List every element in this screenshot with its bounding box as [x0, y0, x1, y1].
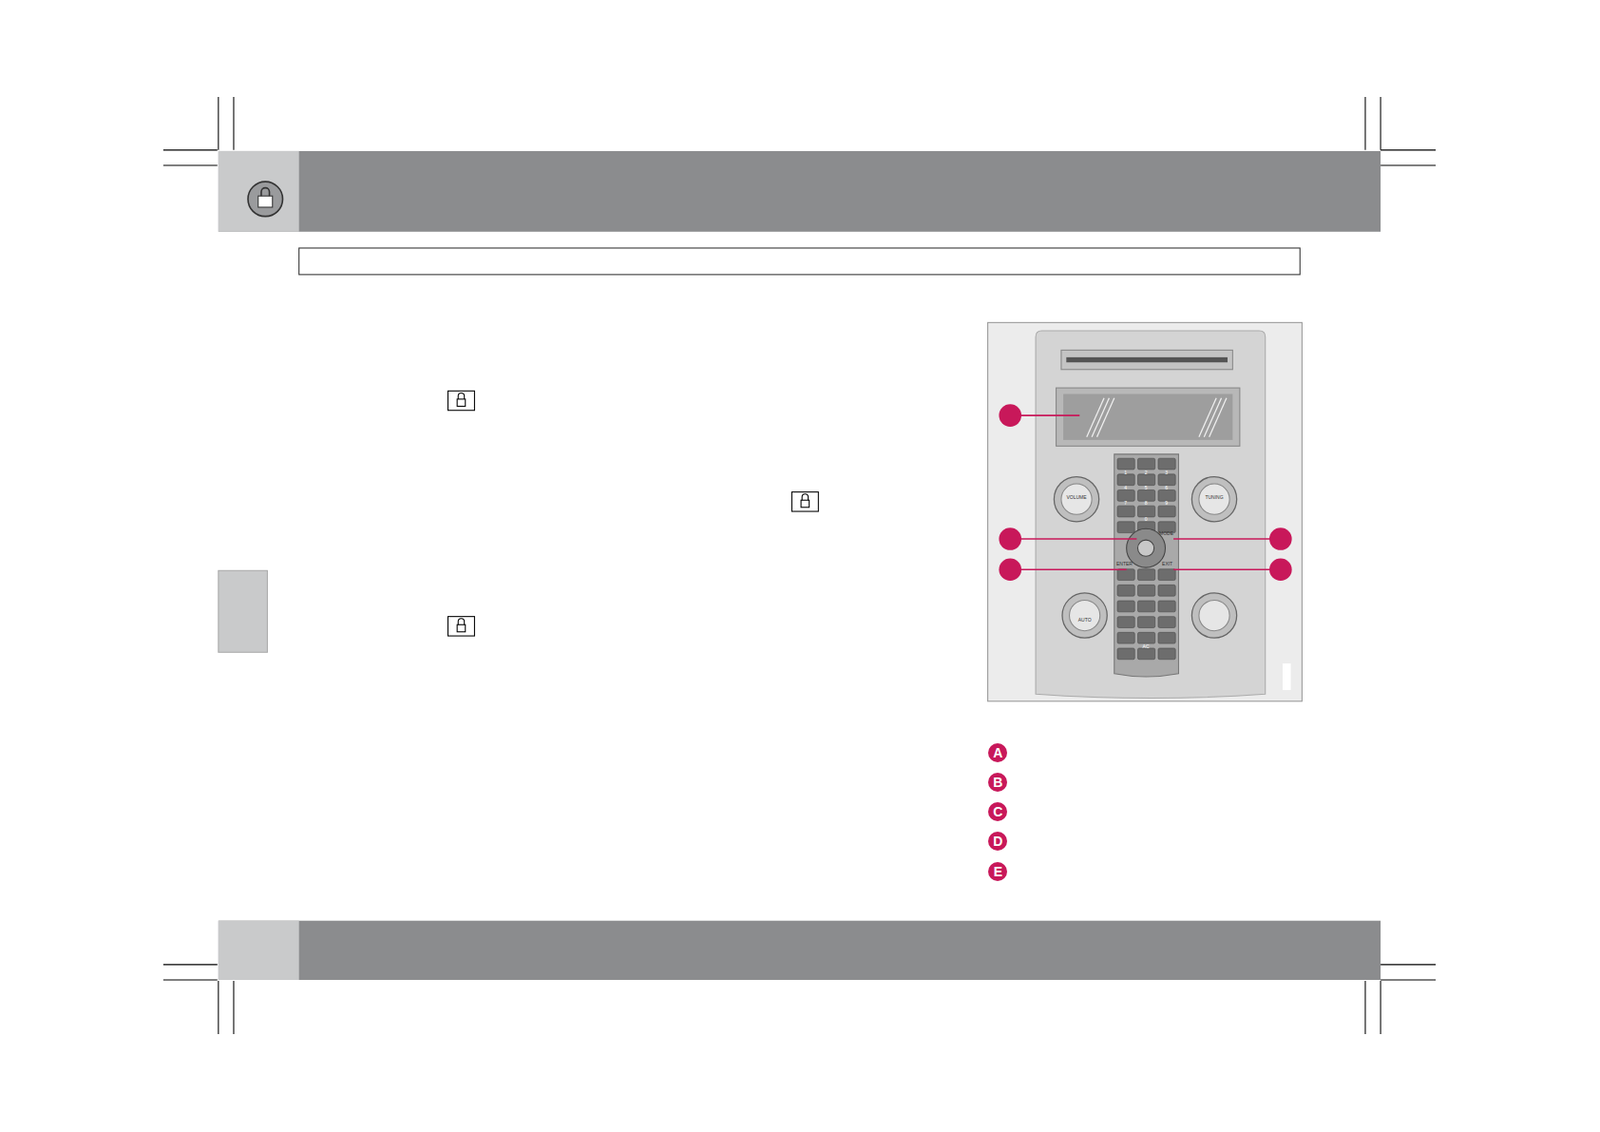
- button-label: 4: [1123, 485, 1127, 491]
- keypad-key: [1117, 521, 1135, 534]
- keypad-key: [1117, 489, 1135, 501]
- button-label: TUNING: [1204, 495, 1223, 500]
- button-label: 5: [1144, 485, 1148, 491]
- keypad-key: [1137, 631, 1155, 644]
- keypad-key: [1137, 600, 1155, 612]
- button-label: 2: [1144, 470, 1148, 476]
- keypad-key: [1117, 647, 1135, 660]
- button-label: 8: [1144, 500, 1148, 506]
- callout-letter: B: [988, 772, 1008, 792]
- button-label: 1: [1123, 470, 1127, 476]
- button-label: VOLUME: [1066, 495, 1086, 500]
- keypad-key: [1158, 505, 1176, 517]
- button-label: 7: [1123, 500, 1127, 506]
- keypad-key: [1117, 584, 1135, 596]
- callout-letter-text: C: [992, 804, 1003, 819]
- button-label: AUTO: [1078, 616, 1092, 622]
- keypad-key: [1158, 474, 1176, 486]
- keypad-key: [1137, 457, 1155, 470]
- keypad-key: [1117, 569, 1135, 581]
- keypad-key: [1137, 569, 1155, 581]
- button-label: 0: [1144, 515, 1148, 521]
- callout-letter: D: [988, 831, 1008, 851]
- keypad-key: [1137, 647, 1155, 660]
- callout-letter-text: D: [992, 834, 1003, 848]
- keypad-key: [1158, 600, 1176, 612]
- keypad-key: [1117, 505, 1135, 517]
- keypad-key: [1158, 489, 1176, 501]
- callout-letter-text: E: [993, 864, 1003, 878]
- keypad-key: [1158, 616, 1176, 629]
- keypad-key: [1158, 647, 1176, 660]
- callout-letter: C: [988, 801, 1008, 821]
- keypad-key: [1117, 457, 1135, 470]
- keypad-key: [1117, 474, 1135, 486]
- button-label: 3: [1164, 470, 1168, 476]
- button-label: MODE: [1159, 530, 1174, 535]
- button-label: ENTER: [1116, 560, 1133, 566]
- button-label: 9: [1164, 500, 1168, 506]
- keypad-key: [1117, 631, 1135, 644]
- keypad-key: [1137, 474, 1155, 486]
- keypad-key: [1158, 584, 1176, 596]
- button-label: EXIT: [1161, 560, 1173, 566]
- keypad-key: [1137, 489, 1155, 501]
- keypad-key: [1117, 600, 1135, 612]
- keypad-key: [1117, 616, 1135, 629]
- keypad-key: [1158, 457, 1176, 470]
- button-label: 6: [1164, 485, 1168, 491]
- button-label: AC: [1142, 643, 1150, 648]
- callout-letter-text: B: [992, 775, 1003, 789]
- keypad-key: [1158, 631, 1176, 644]
- keypad-key: [1158, 569, 1176, 581]
- callout-letter-text: A: [992, 745, 1003, 760]
- keypad-key: [1137, 616, 1155, 629]
- callout-letter: E: [988, 861, 1008, 881]
- callout-letter: A: [988, 742, 1008, 762]
- keypad-key: [1137, 584, 1155, 596]
